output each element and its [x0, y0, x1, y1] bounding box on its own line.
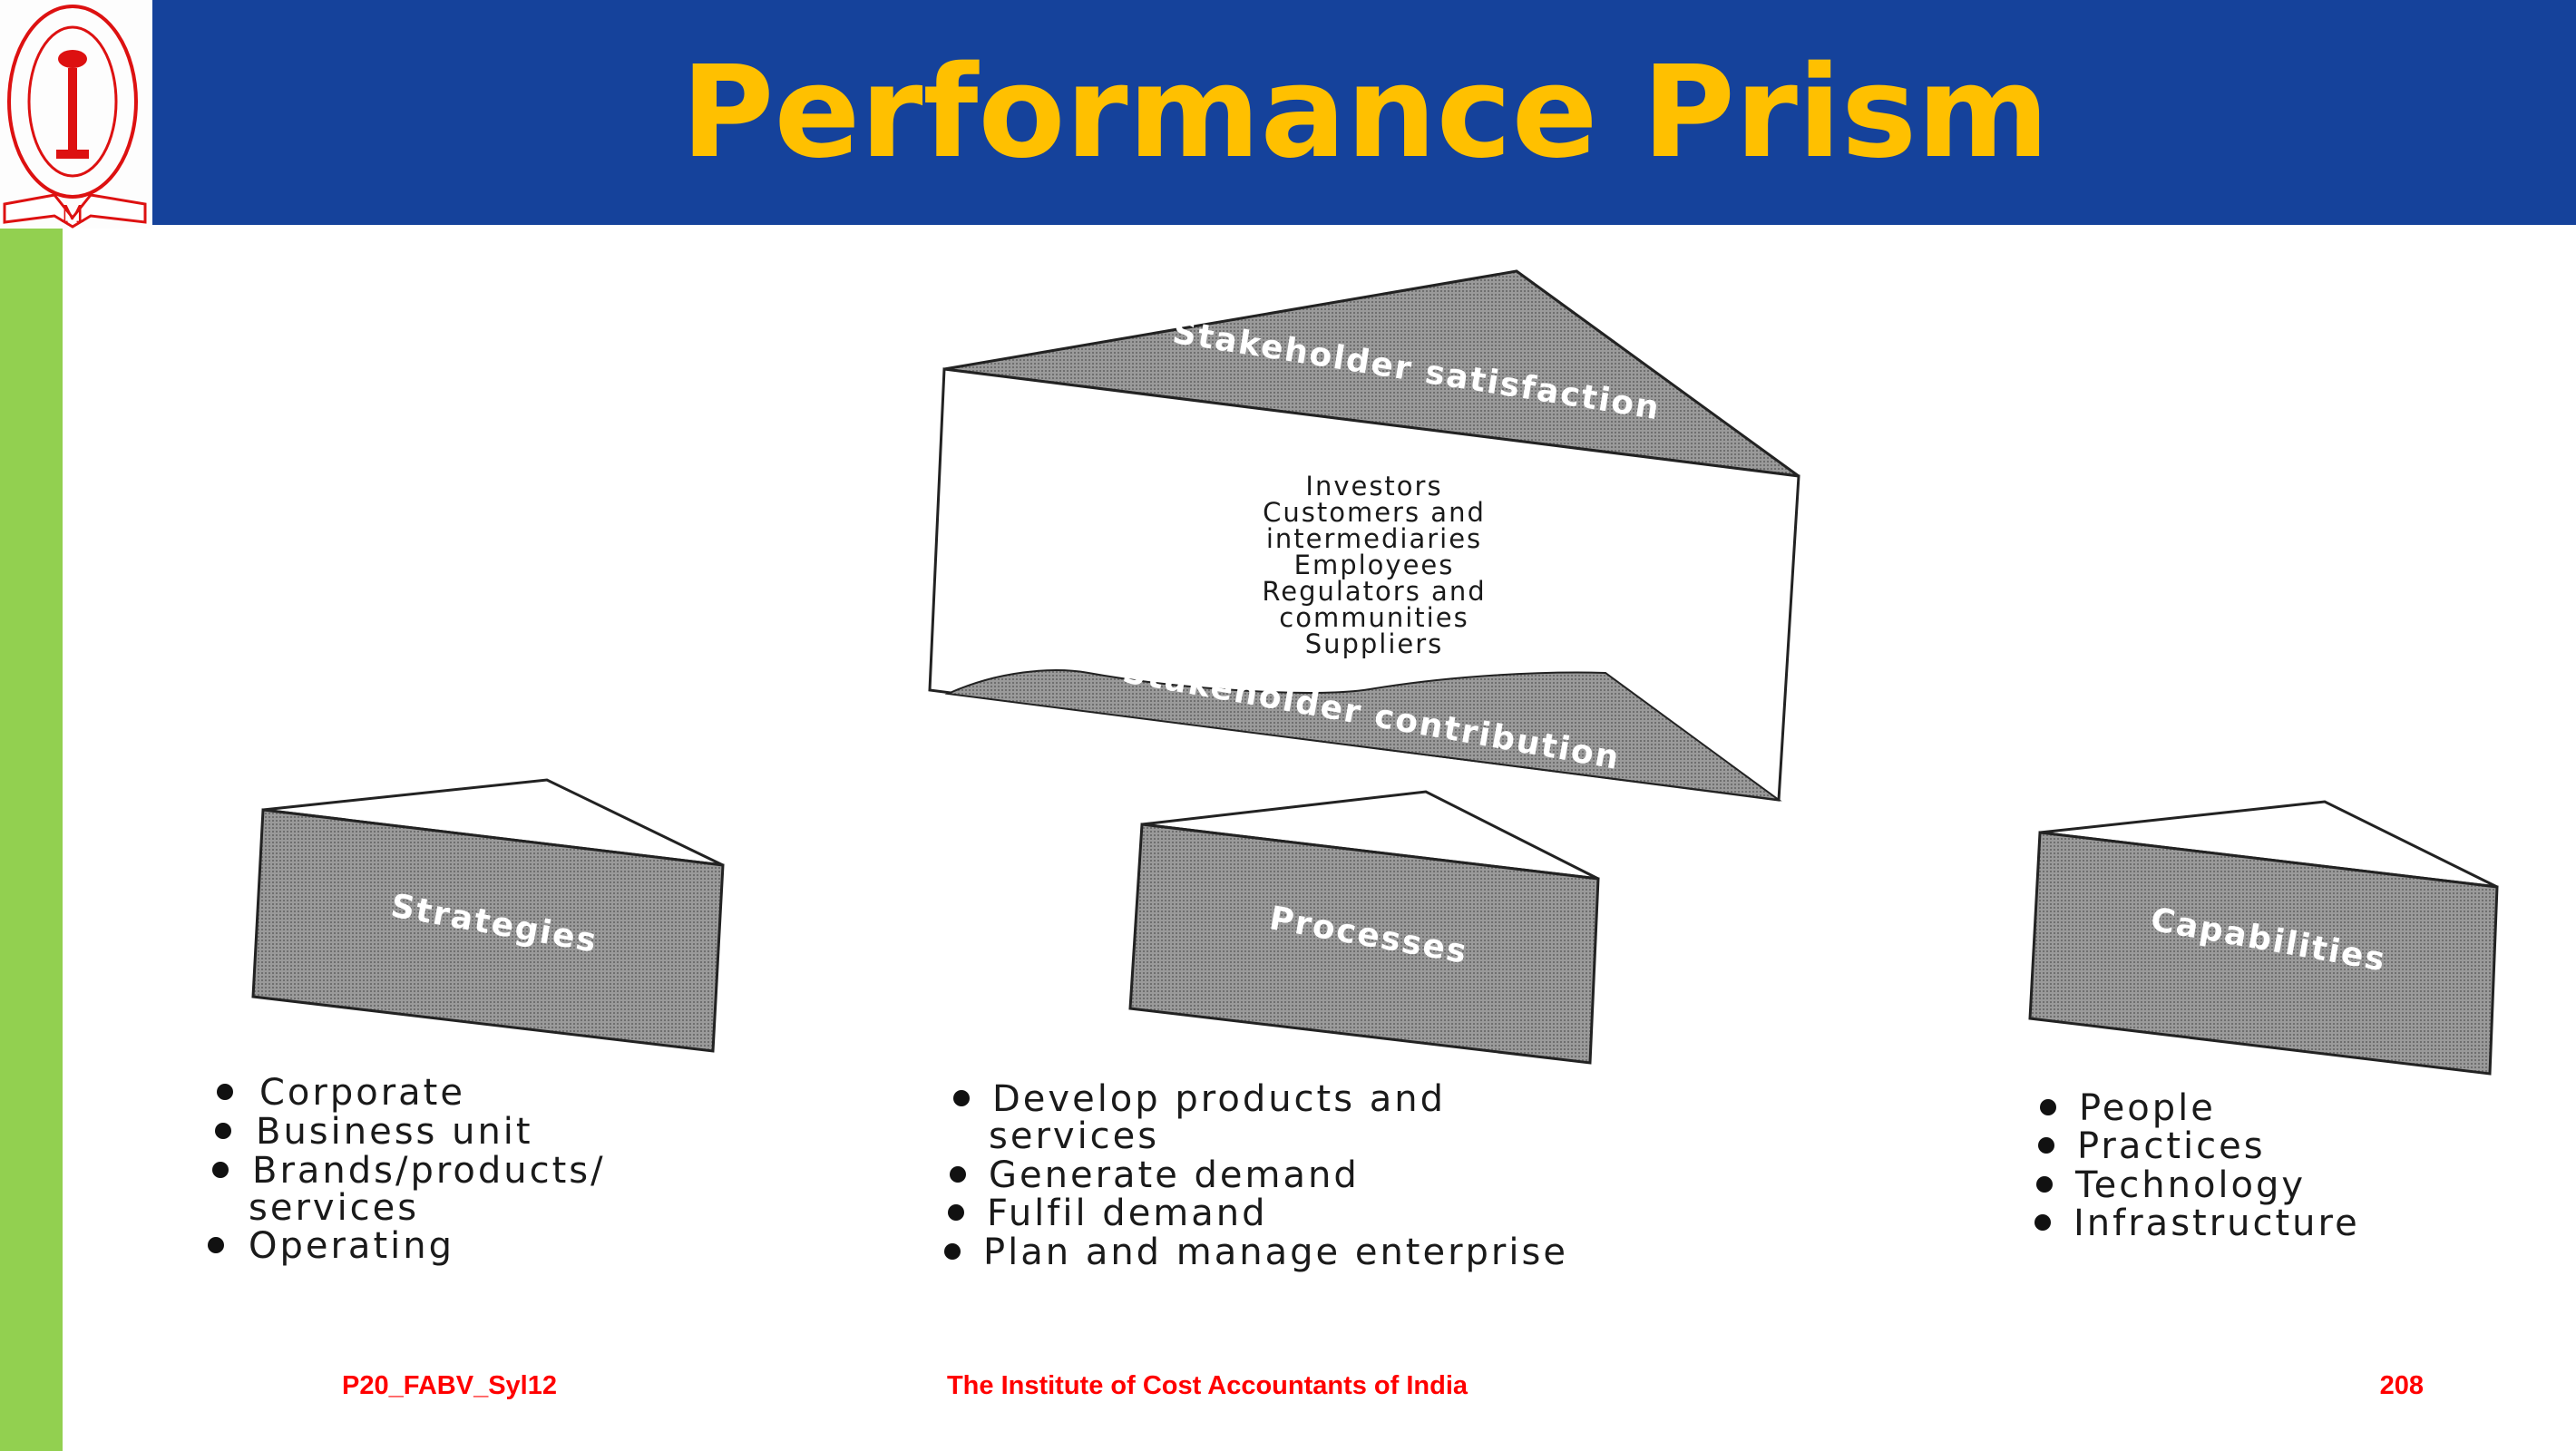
list-item: People: [2079, 1087, 2216, 1129]
institute-logo: M: [0, 0, 152, 229]
stakeholder-item: Suppliers: [1305, 628, 1444, 659]
stakeholder-item: Investors: [1305, 471, 1442, 502]
list-item: Operating: [249, 1225, 454, 1267]
strategies-prism: Strategies: [251, 778, 725, 1053]
list-item: Business unit: [256, 1111, 533, 1153]
stakeholder-item: communities: [1279, 602, 1469, 633]
header-bar: [152, 0, 2576, 225]
stakeholder-item: Employees: [1294, 550, 1455, 580]
stakeholder-list: Investors Customers and intermediaries E…: [1262, 471, 1486, 659]
footer-code: P20_FABV_Syl12: [342, 1371, 557, 1400]
sidebar-accent: [0, 225, 63, 1451]
capabilities-list: People Practices Technology Infrastructu…: [2034, 1087, 2360, 1244]
footer-institute: The Institute of Cost Accountants of Ind…: [947, 1371, 1469, 1400]
capabilities-prism: Capabilities: [2028, 800, 2499, 1076]
stakeholder-item: Regulators and: [1262, 576, 1486, 607]
stakeholder-item: Customers and: [1263, 497, 1486, 528]
svg-text:M: M: [61, 201, 85, 229]
list-item: Fulfil demand: [987, 1193, 1268, 1234]
list-item: Plan and manage enterprise: [983, 1232, 1568, 1273]
list-item: Brands/products/: [252, 1150, 606, 1192]
list-item: Generate demand: [989, 1154, 1360, 1196]
stakeholder-item: intermediaries: [1266, 523, 1482, 554]
list-item: Practices: [2077, 1125, 2266, 1167]
list-item: services: [989, 1115, 1159, 1157]
strategies-list: Corporate Business unit Brands/products/…: [208, 1072, 606, 1267]
page-number: 208: [2380, 1371, 2424, 1400]
processes-prism: Processes: [1128, 790, 1600, 1065]
list-item: Develop products and: [992, 1078, 1446, 1120]
slide-title: Performance Prism: [681, 39, 2049, 187]
processes-list: Develop products and services Generate d…: [944, 1078, 1568, 1273]
list-item: Technology: [2074, 1164, 2306, 1206]
list-item: services: [249, 1187, 419, 1229]
list-item: Corporate: [259, 1072, 465, 1114]
list-item: Infrastructure: [2073, 1203, 2360, 1244]
central-prism: Stakeholder satisfaction Stakeholder con…: [928, 269, 1800, 802]
